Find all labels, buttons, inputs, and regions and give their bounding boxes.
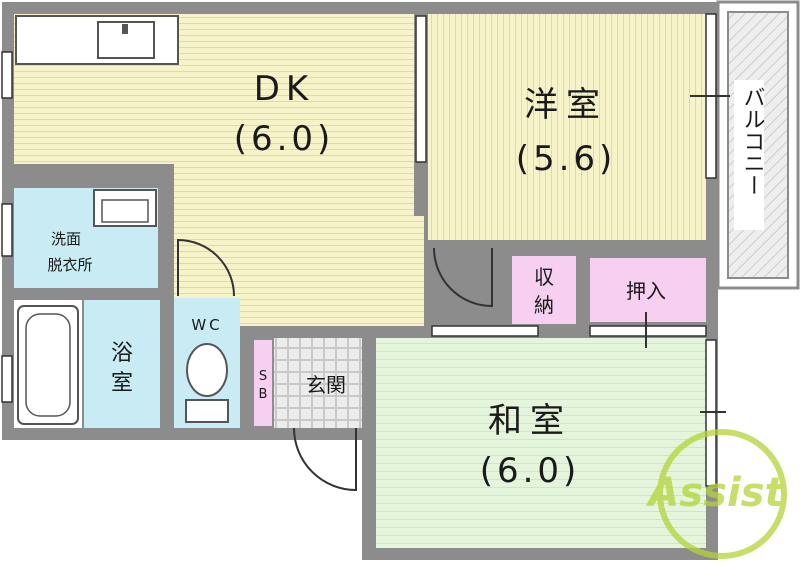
washbasin-bowl — [101, 199, 149, 223]
closet-sliding-door — [589, 325, 707, 337]
storage-label-2: 納 — [534, 293, 554, 317]
closet-floor — [590, 258, 706, 322]
shoe-box — [254, 340, 272, 426]
washroom-label-1: 洗面 — [51, 230, 81, 248]
faucet — [122, 24, 128, 34]
closet-label: 押入 — [626, 279, 666, 303]
washroom-label-2: 脱衣所 — [47, 256, 92, 274]
logo-text: Assist — [645, 470, 785, 516]
window-west-1 — [1, 51, 13, 99]
western-name: 洋室 — [524, 85, 608, 125]
window-west-2 — [1, 203, 13, 257]
dk-size: (6.0) — [234, 119, 335, 159]
wc-label: WC — [191, 316, 222, 334]
entrance-floor — [274, 338, 362, 428]
shoe-box-label-1: S — [259, 369, 267, 384]
balcony-label-bg — [734, 80, 764, 230]
entrance-label: 玄関 — [306, 373, 346, 397]
dk-floor-lower — [174, 164, 414, 216]
washroom-door — [177, 238, 235, 297]
bath-label-2: 室 — [111, 371, 133, 396]
assist-logo: Assist — [645, 429, 787, 559]
bathtub-inner — [25, 313, 71, 417]
japanese-room-floor — [376, 338, 706, 548]
bath-floor — [84, 300, 160, 428]
balcony-label: バルコニー — [740, 86, 765, 196]
storage-label-1: 収 — [534, 265, 554, 289]
entrance-door — [293, 427, 357, 492]
shoe-box-label-2: B — [259, 387, 268, 402]
sliding-door-western — [415, 15, 427, 163]
western-size: (5.6) — [516, 139, 617, 179]
japanese-size: (6.0) — [480, 451, 581, 491]
toilet-bowl — [186, 343, 228, 397]
storage-floor — [512, 256, 576, 324]
logo-circle — [657, 429, 787, 559]
dk-name: DK — [254, 69, 314, 109]
western-room-door — [433, 247, 493, 308]
western-room-floor — [428, 14, 706, 240]
window-west-3 — [1, 355, 13, 403]
toilet-tank — [185, 399, 229, 423]
sliding-door-japanese — [431, 325, 539, 337]
bath-label-1: 浴 — [111, 341, 133, 366]
japanese-name: 和室 — [488, 401, 572, 441]
